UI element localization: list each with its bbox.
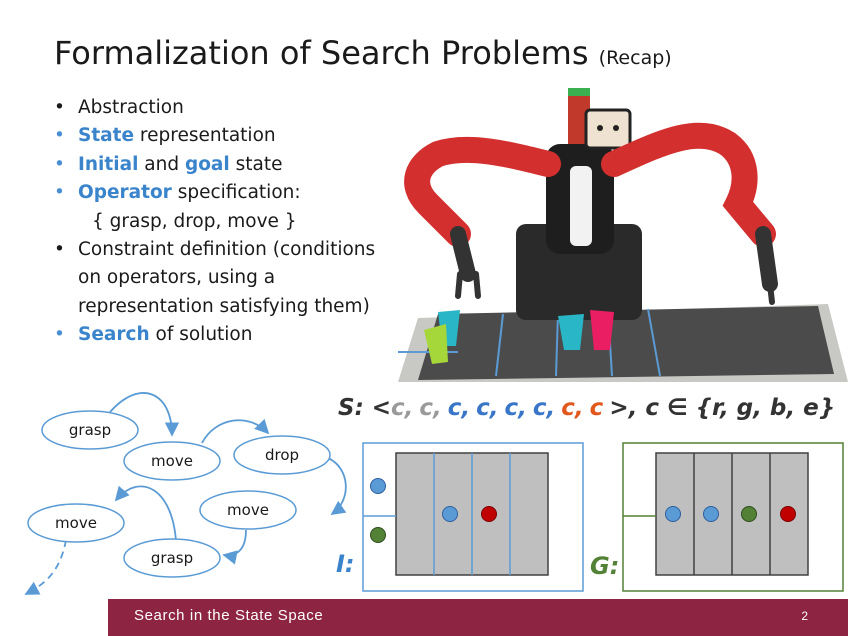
initial-state-board — [362, 442, 584, 592]
op-move: move — [55, 514, 97, 532]
bullet-list: • Abstraction • State representation • I… — [52, 94, 382, 350]
slide-title: Formalization of Search Problems (Recap) — [54, 34, 672, 72]
robot-photo — [398, 84, 848, 382]
state-cell: c, — [419, 395, 441, 421]
state-expression: S: <c,c,c,c,c,c,c,c>, c ∈ {r, g, b, e} — [338, 395, 835, 421]
state-cell: c, — [391, 395, 413, 421]
title-main: Formalization of Search Problems — [54, 34, 589, 72]
bullet-search: • Search of solution — [52, 321, 382, 349]
goal-state-board — [622, 442, 844, 592]
state-cell: c, — [533, 395, 555, 421]
state-cell: c — [590, 395, 604, 421]
op-move: move — [227, 501, 269, 519]
goal-label: G: — [590, 552, 619, 580]
bullet-state: • State representation — [52, 122, 382, 150]
operator-set: { grasp, drop, move } — [78, 208, 382, 236]
bullet-operator: • Operator specification: { grasp, drop,… — [52, 179, 382, 236]
state-cell: c, — [476, 395, 498, 421]
initial-label: I: — [336, 550, 355, 578]
footer-title: Search in the State Space — [134, 607, 323, 624]
op-move: move — [151, 452, 193, 470]
operator-sequence-diagram: grasp move drop move move grasp — [0, 383, 360, 599]
state-cell: c, — [561, 395, 583, 421]
op-grasp: grasp — [151, 549, 193, 567]
bullet-initial-goal: • Initial and goal state — [52, 151, 382, 179]
bullet-abstraction: • Abstraction — [52, 94, 382, 122]
page-number: 2 — [801, 609, 808, 623]
bullet-constraint: • Constraint definition (conditions on o… — [52, 236, 382, 321]
state-cell: c, — [505, 395, 527, 421]
slide-footer: Search in the State Space 2 — [108, 599, 848, 636]
op-drop: drop — [265, 446, 299, 464]
state-cell: c, — [448, 395, 470, 421]
op-grasp: grasp — [69, 421, 111, 439]
title-sub: (Recap) — [599, 47, 672, 69]
